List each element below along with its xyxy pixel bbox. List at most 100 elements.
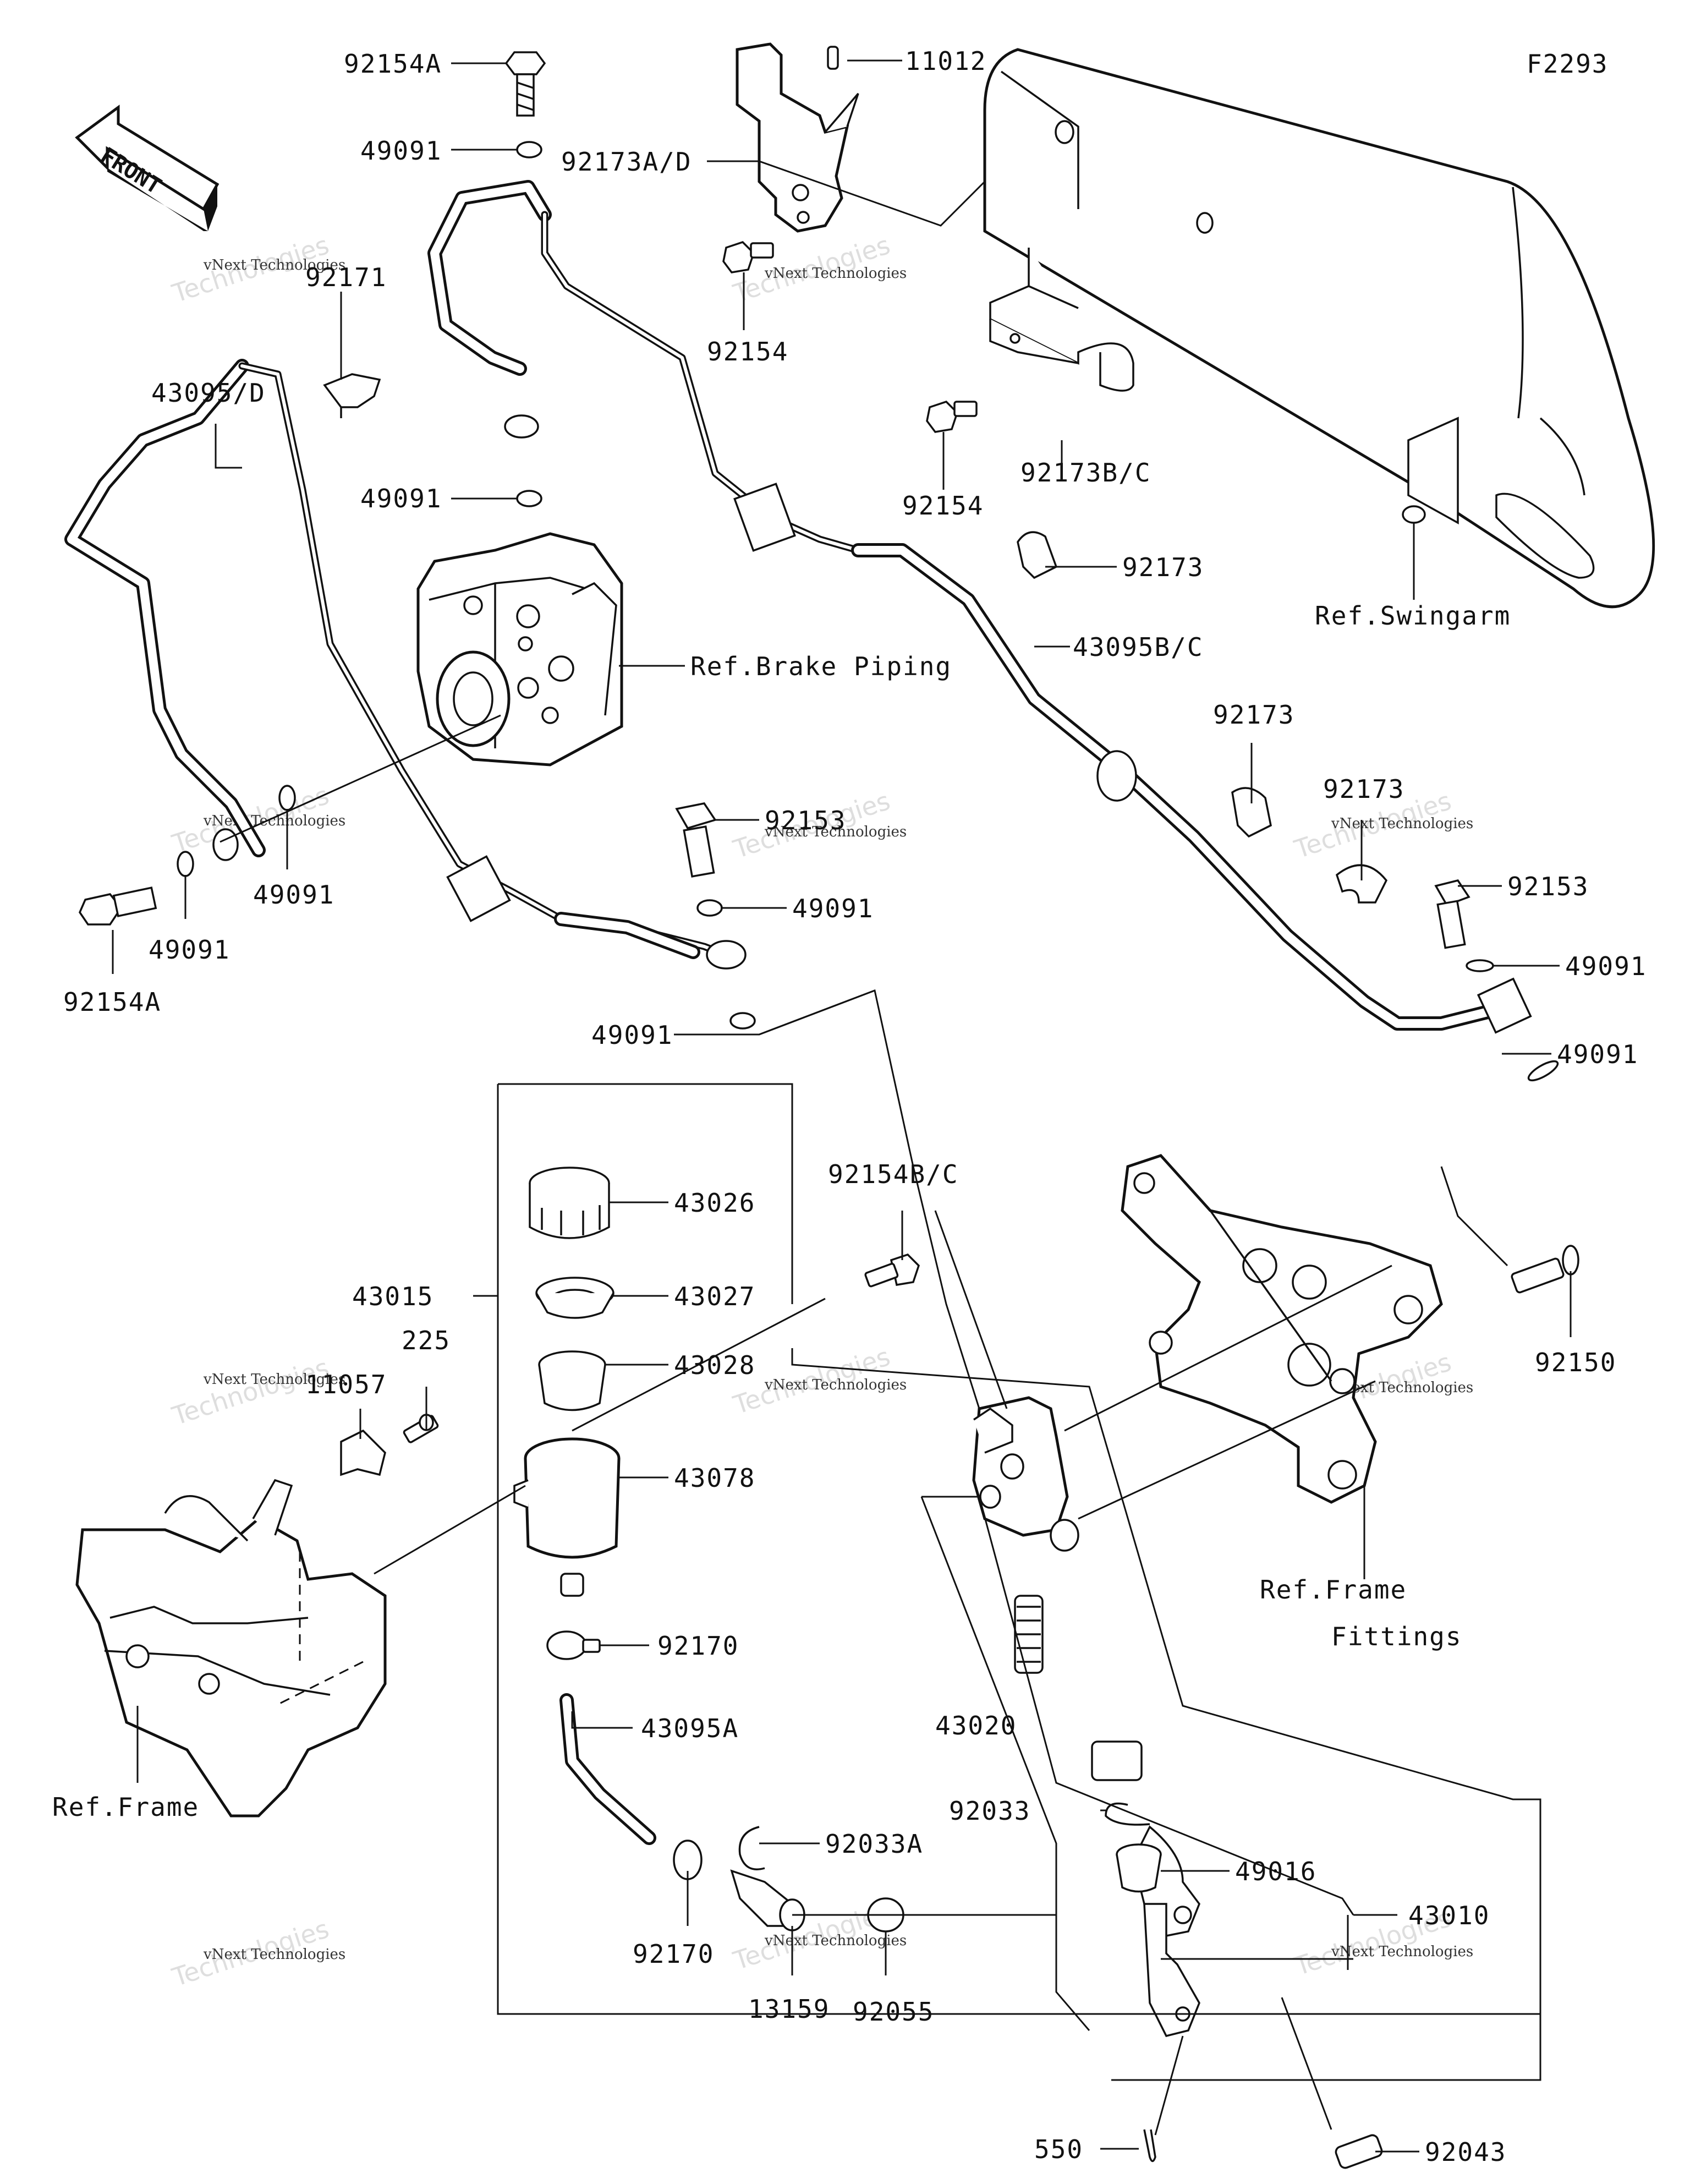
clamp-92171: [323, 373, 381, 418]
part-label: 13159: [748, 1994, 830, 2024]
ref-frame-fittings-label: Ref.Frame: [1260, 1575, 1407, 1605]
banjo-fitting: [504, 414, 539, 439]
part-label: 92043: [1425, 2137, 1506, 2167]
svg-text:vNext Technologies: vNext Technologies: [1331, 815, 1473, 832]
washer: [516, 490, 542, 507]
svg-text:vNext Technologies: vNext Technologies: [764, 1377, 907, 1393]
clamp-11057: [340, 1429, 386, 1476]
part-label: 43027: [674, 1282, 755, 1311]
ref-frame-fittings-label: Fittings: [1331, 1622, 1462, 1651]
circlip-92033a: [738, 1826, 765, 1870]
part-label: 43095A: [641, 1714, 739, 1743]
abs-unit: [416, 532, 623, 767]
part-label: 43020: [935, 1711, 1017, 1740]
part-label: 49091: [149, 935, 230, 965]
part-label: 92154: [707, 337, 788, 366]
bolt-92154a-bottom: [79, 886, 157, 926]
bolt-92154bc: [864, 1253, 920, 1288]
svg-text:vNext Technologies: vNext Technologies: [1331, 1944, 1473, 1960]
part-label: 43028: [674, 1350, 755, 1380]
cotter-pin-550: [1143, 2129, 1156, 2163]
bolt-92154a-top: [504, 51, 546, 117]
part-label: 92173A/D: [561, 147, 692, 177]
svg-text:vNext Technologies: vNext Technologies: [203, 1371, 345, 1388]
frame-fittings-bracket: [1121, 1154, 1443, 1504]
washer: [1527, 1060, 1559, 1082]
part-label: 49091: [591, 1020, 673, 1050]
washer: [1466, 959, 1494, 972]
plate-43027: [535, 1277, 614, 1319]
swingarm: [983, 48, 1655, 609]
part-label: 92154B/C: [828, 1159, 959, 1189]
part-label: 92173B/C: [1020, 458, 1151, 488]
part-label: 92150: [1535, 1348, 1616, 1377]
part-label: 43026: [674, 1188, 755, 1218]
svg-text:vNext Technologies: vNext Technologies: [764, 1933, 907, 1949]
part-label: 92171: [305, 262, 387, 292]
part-label: 49091: [253, 880, 334, 910]
ref-frame-label: Ref.Frame: [52, 1792, 199, 1822]
frame-piece: [75, 1479, 387, 1818]
svg-text:vNext Technologies: vNext Technologies: [203, 813, 345, 829]
part-label: 225: [402, 1326, 451, 1355]
part-label: 49091: [792, 894, 874, 923]
part-label: 92153: [1507, 872, 1589, 901]
washer: [278, 785, 296, 811]
part-label: 92154A: [63, 987, 161, 1017]
hose-43095d: [64, 359, 747, 970]
part-label: 92173: [1122, 552, 1204, 582]
reservoir-43078: [513, 1437, 621, 1597]
part-label: 92033: [949, 1796, 1030, 1826]
svg-text:vNext Technologies: vNext Technologies: [203, 257, 345, 273]
bolt-92150: [1511, 1245, 1579, 1294]
part-label: 92154: [902, 491, 984, 521]
svg-text:vNext Technologies: vNext Technologies: [764, 265, 907, 282]
washer: [177, 851, 194, 877]
washer: [516, 141, 542, 158]
clamp-92173-c: [1335, 864, 1388, 904]
part-label: 43095B/C: [1073, 632, 1204, 662]
part-label: 49091: [360, 484, 442, 513]
diaphragm-43028: [538, 1350, 606, 1411]
part-label: 92170: [633, 1939, 714, 1969]
clamp-92173-b: [1231, 787, 1272, 838]
pin-11012: [827, 46, 839, 70]
ref-brake-piping-label: Ref.Brake Piping: [690, 652, 952, 681]
washer: [212, 828, 239, 861]
ref-swingarm-label: Ref.Swingarm: [1315, 601, 1511, 631]
bolt-92154-a: [722, 240, 774, 273]
part-label: 43078: [674, 1463, 755, 1493]
hose-43095a: [559, 1693, 656, 1845]
clamp-92170-a: [546, 1630, 601, 1660]
part-label: 43010: [1408, 1901, 1490, 1930]
bracket-92173bc: [989, 248, 1134, 392]
fitting-13159: [730, 1869, 805, 1931]
bolt-92154-b: [926, 400, 978, 433]
part-label: 49016: [1235, 1857, 1316, 1886]
reservoir-group-box: [473, 1083, 1541, 2015]
part-label: 49091: [360, 136, 442, 166]
part-label: 92154A: [344, 49, 442, 79]
part-label: 92170: [657, 1631, 739, 1661]
part-label: 92055: [853, 1997, 934, 2027]
svg-text:vNext Technologies: vNext Technologies: [203, 1946, 345, 1963]
bracket-92173ad: [736, 42, 859, 233]
clamp-92173-a: [1017, 531, 1058, 579]
part-label: 92153: [765, 806, 846, 835]
bolt-225: [403, 1414, 439, 1443]
cup-49016: [1116, 1843, 1162, 1893]
cap-43026: [529, 1167, 610, 1239]
part-label: 550: [1034, 2134, 1083, 2164]
hose-43095bc: [427, 180, 1532, 1034]
pin-92043: [1335, 2134, 1383, 2169]
labels: 92154A 11012 49091 92173A/D 92171 92154 …: [52, 46, 1645, 2167]
svg-text:vNext Technologies: vNext Technologies: [764, 824, 907, 840]
part-label: 92173: [1323, 774, 1404, 804]
leader-lines: [112, 59, 1572, 2153]
washer: [696, 899, 723, 917]
part-label: 49091: [1557, 1039, 1638, 1069]
bolt-92153-b: [1434, 879, 1470, 949]
